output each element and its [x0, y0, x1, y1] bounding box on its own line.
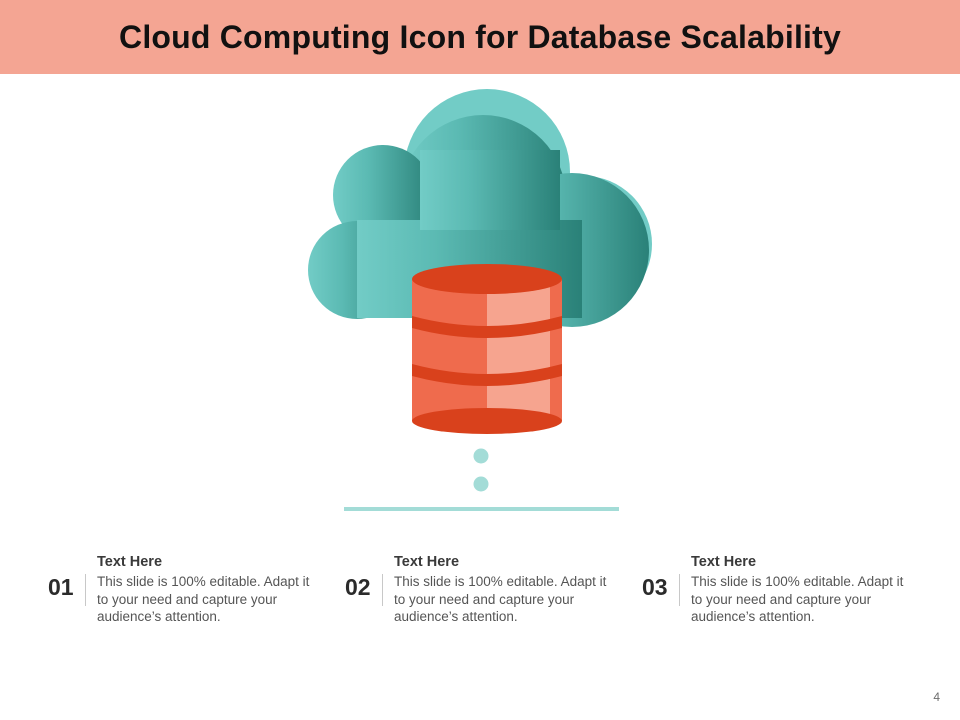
item-number: 01	[48, 574, 74, 600]
item-number: 02	[345, 574, 371, 600]
item-body: This slide is 100% editable. Adapt it to…	[97, 574, 310, 624]
item-heading: Text Here	[97, 554, 163, 570]
item-divider	[382, 574, 383, 606]
title-bar: Cloud Computing Icon for Database Scalab…	[0, 0, 960, 74]
connector-line	[344, 448, 619, 511]
page-title: Cloud Computing Icon for Database Scalab…	[119, 18, 841, 55]
page-number: 4	[933, 690, 940, 704]
item-number: 03	[642, 574, 668, 600]
item-divider	[679, 574, 680, 606]
item-divider	[85, 574, 86, 606]
info-item-1: 01 Text Here This slide is 100% editable…	[48, 552, 309, 632]
database-icon	[412, 264, 562, 434]
info-item-3: 03 Text Here This slide is 100% editable…	[642, 552, 903, 632]
info-item-2: 02 Text Here This slide is 100% editable…	[345, 552, 606, 632]
item-body: This slide is 100% editable. Adapt it to…	[394, 574, 607, 624]
item-heading: Text Here	[691, 554, 757, 570]
item-body: This slide is 100% editable. Adapt it to…	[691, 574, 904, 624]
item-heading: Text Here	[394, 554, 460, 570]
cloud-database-illustration	[308, 89, 652, 511]
